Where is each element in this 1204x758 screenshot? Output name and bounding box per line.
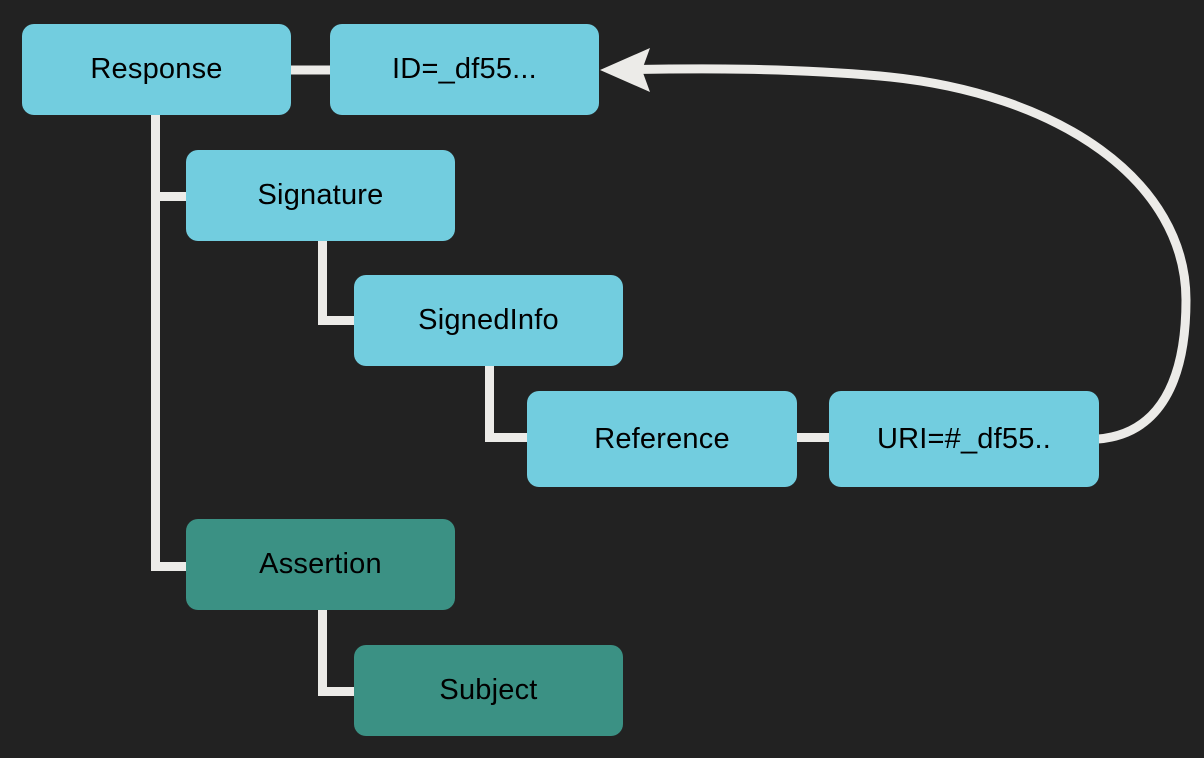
node-subject[interactable]: Subject bbox=[354, 645, 623, 736]
node-response-label: Response bbox=[90, 53, 223, 85]
edge-uri-to-id-curve bbox=[609, 64, 1191, 444]
node-uri-attribute[interactable]: URI=#_df55.. bbox=[829, 391, 1099, 487]
node-response[interactable]: Response bbox=[22, 24, 291, 115]
node-id-attribute[interactable]: ID=_df55... bbox=[330, 24, 599, 115]
node-assertion[interactable]: Assertion bbox=[186, 519, 455, 610]
edge-signedinfo-to-reference bbox=[485, 366, 529, 442]
node-signature-label: Signature bbox=[257, 179, 384, 211]
arrowhead-to-id bbox=[600, 48, 650, 92]
node-reference-label: Reference bbox=[594, 422, 730, 455]
edge-response-trunk bbox=[151, 115, 188, 571]
node-signedinfo-label: SignedInfo bbox=[418, 304, 559, 336]
node-id-attribute-label: ID=_df55... bbox=[392, 53, 537, 85]
edge-signature-to-signedinfo bbox=[318, 241, 356, 325]
node-assertion-label: Assertion bbox=[259, 548, 382, 580]
node-subject-label: Subject bbox=[439, 674, 538, 706]
node-signedinfo[interactable]: SignedInfo bbox=[354, 275, 623, 366]
edge-assertion-to-subject bbox=[318, 610, 356, 696]
node-uri-attribute-label: URI=#_df55.. bbox=[876, 422, 1052, 455]
node-signature[interactable]: Signature bbox=[186, 150, 455, 241]
node-reference[interactable]: Reference bbox=[527, 391, 797, 487]
